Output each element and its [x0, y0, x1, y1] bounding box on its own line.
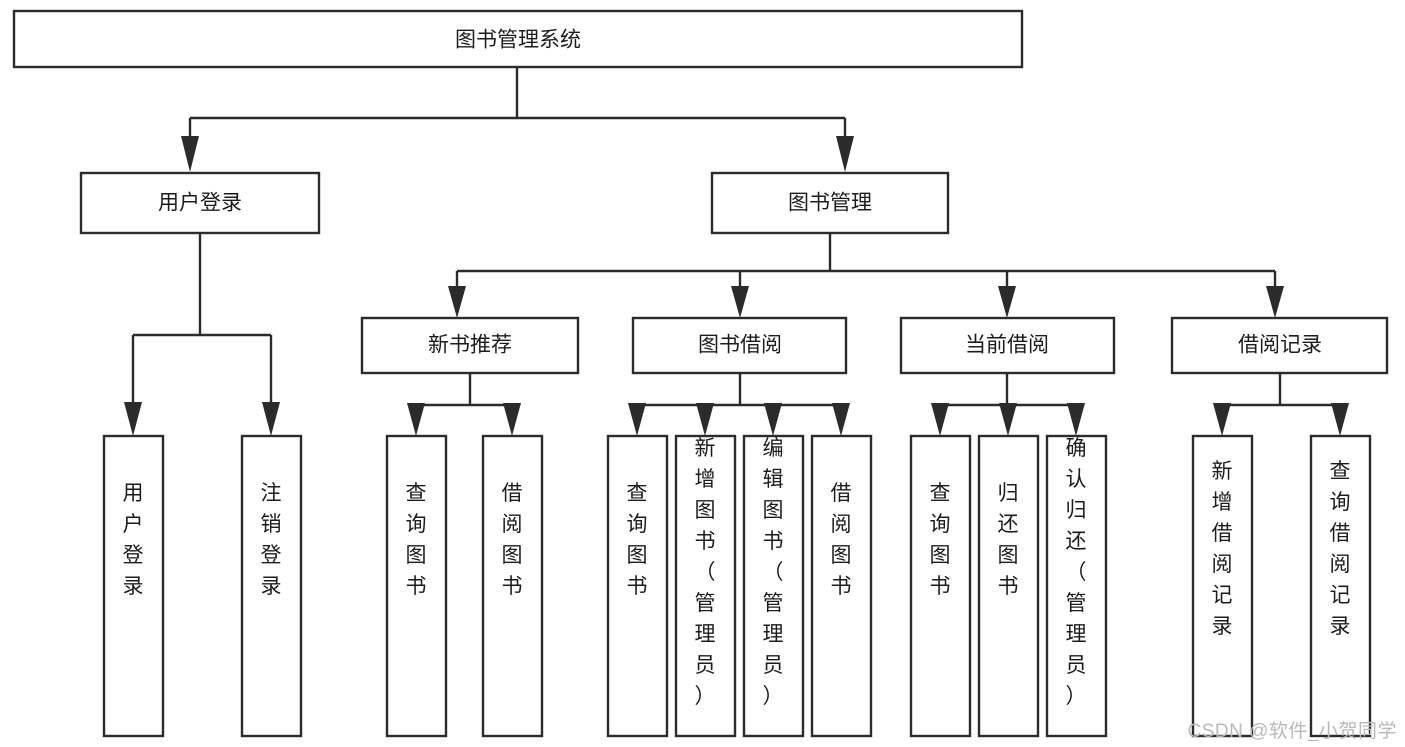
leaf-node-newbook-query-book[interactable]: 查询图书: [385, 434, 448, 738]
leaf-node-record-add-record-label: 新增借阅记录: [1212, 460, 1233, 638]
leaf-node-newbook-borrow-book[interactable]: 借阅图书: [481, 434, 544, 738]
leaf-node-current-confirm-return-label: 确认归还（管理员）: [1066, 437, 1087, 708]
leaf-node-borrow-borrow-book[interactable]: 借阅图书: [810, 434, 873, 738]
leaf-node-logout-login-box[interactable]: [240, 434, 303, 738]
node-current-borrow-label: 当前借阅: [965, 334, 1049, 357]
leaf-node-borrow-add-book[interactable]: 新增图书（管理员）: [674, 434, 737, 738]
leaf-node-current-query-book-label: 查询图书: [930, 482, 951, 598]
node-borrow-record[interactable]: 借阅记录: [1170, 316, 1389, 375]
arrowhead-current-borrow-leaf-1: [931, 403, 949, 436]
node-book-manage-label: 图书管理: [788, 192, 872, 215]
leaf-node-current-return-book-box[interactable]: [977, 434, 1040, 738]
arrowhead-book-borrow-leaf-4: [832, 403, 850, 436]
leaf-node-logout-login-label: 注销登录: [261, 482, 282, 598]
node-book-borrow-label: 图书借阅: [698, 334, 782, 357]
arrowhead-book-borrow-leaf-3: [764, 403, 782, 436]
leaf-node-user-login-login[interactable]: 用户登录: [102, 434, 165, 738]
arrowhead-borrow-record: [1266, 286, 1284, 318]
arrowhead-current-borrow-leaf-2: [999, 403, 1017, 436]
arrowhead-leaf-user-login: [124, 402, 142, 436]
arrowhead-new-book-leaf-1: [407, 403, 425, 436]
node-root-system-box[interactable]: [12, 9, 1024, 69]
node-current-borrow-box[interactable]: [899, 316, 1116, 375]
leaf-node-logout-login[interactable]: 注销登录: [240, 434, 303, 738]
leaf-node-borrow-borrow-book-box[interactable]: [810, 434, 873, 738]
leaf-node-borrow-query-book-label: 查询图书: [627, 482, 648, 598]
leaf-node-current-return-book[interactable]: 归还图书: [977, 434, 1040, 738]
arrowhead-leaf-logout-login: [262, 402, 280, 436]
node-book-manage[interactable]: 图书管理: [710, 171, 950, 235]
leaf-node-borrow-edit-book-box[interactable]: [742, 434, 805, 738]
connectors-borrow-record-to-leaves: [1213, 373, 1349, 436]
node-user-login-label: 用户登录: [158, 192, 242, 215]
leaf-node-borrow-edit-book[interactable]: 编辑图书（管理员）: [742, 434, 805, 738]
node-root-system-label: 图书管理系统: [455, 29, 581, 52]
arrowhead-current-borrow-leaf-3: [1067, 403, 1085, 436]
leaf-node-newbook-query-book-label: 查询图书: [406, 482, 427, 598]
arrowhead-book-borrow-leaf-1: [628, 403, 646, 436]
connectors-root-to-level1: [181, 67, 854, 172]
node-new-book-recommend-label: 新书推荐: [428, 334, 512, 357]
arrowhead-new-book-leaf-2: [503, 403, 521, 436]
arrowhead-borrow-record-leaf-1: [1213, 403, 1231, 436]
node-new-book-recommend[interactable]: 新书推荐: [360, 316, 580, 375]
leaf-node-current-return-book-label: 归还图书: [998, 482, 1019, 598]
node-root-system[interactable]: 图书管理系统: [12, 9, 1024, 69]
leaf-node-borrow-add-book-label: 新增图书（管理员）: [695, 437, 716, 708]
arrowhead-new-book-recommend: [448, 286, 466, 318]
node-borrow-record-box[interactable]: [1170, 316, 1389, 375]
leaf-node-user-login-login-box[interactable]: [102, 434, 165, 738]
arrowhead-user-login: [181, 136, 199, 172]
leaf-node-current-confirm-return[interactable]: 确认归还（管理员）: [1045, 434, 1108, 738]
leaf-node-record-add-record-box[interactable]: [1191, 434, 1254, 738]
leaf-node-record-add-record[interactable]: 新增借阅记录: [1191, 434, 1254, 738]
arrowhead-book-borrow-leaf-2: [696, 403, 714, 436]
leaf-node-newbook-query-book-box[interactable]: [385, 434, 448, 738]
node-user-login[interactable]: 用户登录: [79, 171, 321, 235]
node-borrow-record-label: 借阅记录: [1238, 334, 1322, 357]
leaf-node-newbook-borrow-book-label: 借阅图书: [502, 482, 523, 598]
leaf-node-borrow-query-book-box[interactable]: [606, 434, 669, 738]
node-user-login-box[interactable]: [79, 171, 321, 235]
connectors-book-manage-to-level2: [448, 233, 1284, 318]
leaf-node-borrow-edit-book-label: 编辑图书（管理员）: [763, 437, 784, 708]
leaf-node-user-login-login-label: 用户登录: [123, 482, 144, 598]
leaf-node-borrow-query-book[interactable]: 查询图书: [606, 434, 669, 738]
node-book-manage-box[interactable]: [710, 171, 950, 235]
node-current-borrow[interactable]: 当前借阅: [899, 316, 1116, 375]
leaf-node-current-query-book[interactable]: 查询图书: [909, 434, 972, 738]
arrowhead-borrow-record-leaf-2: [1331, 403, 1349, 436]
leaf-node-borrow-add-book-box[interactable]: [674, 434, 737, 738]
connectors-new-book-to-leaves: [407, 373, 521, 436]
leaf-node-current-confirm-return-box[interactable]: [1045, 434, 1108, 738]
node-new-book-recommend-box[interactable]: [360, 316, 580, 375]
connectors-user-login-to-leaves: [124, 233, 280, 436]
connectors-book-borrow-to-leaves: [628, 373, 850, 436]
arrowhead-book-borrow: [731, 286, 749, 318]
node-book-borrow-box[interactable]: [631, 316, 848, 375]
node-book-borrow[interactable]: 图书借阅: [631, 316, 848, 375]
leaf-node-borrow-borrow-book-label: 借阅图书: [831, 482, 852, 598]
leaf-node-current-query-book-box[interactable]: [909, 434, 972, 738]
arrowhead-current-borrow: [998, 286, 1016, 318]
leaf-node-record-query-record-box[interactable]: [1309, 434, 1372, 738]
leaf-node-newbook-borrow-book-box[interactable]: [481, 434, 544, 738]
connectors-current-borrow-to-leaves: [931, 373, 1085, 436]
leaf-node-record-query-record-label: 查询借阅记录: [1330, 460, 1351, 638]
leaf-node-record-query-record[interactable]: 查询借阅记录: [1309, 434, 1372, 738]
arrowhead-book-manage: [836, 136, 854, 172]
